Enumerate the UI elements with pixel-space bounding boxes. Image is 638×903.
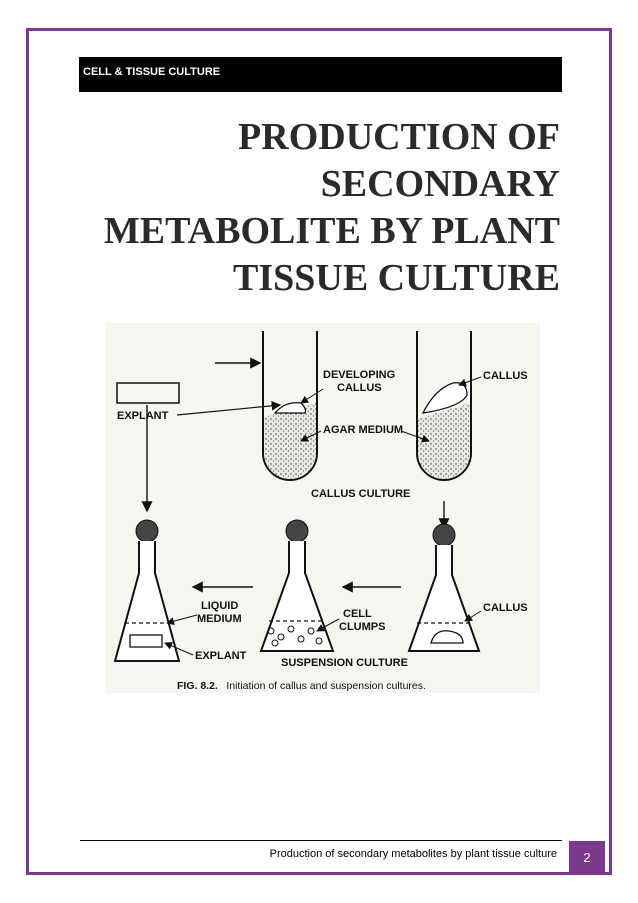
flask-explant — [113, 519, 181, 662]
label-explant-bottom: EXPLANT — [195, 650, 247, 662]
figure-caption: FIG. 8.2. Initiation of callus and suspe… — [177, 676, 426, 693]
page-title: PRODUCTION OF SECONDARY METABOLITE BY PL… — [80, 114, 560, 302]
footer-divider — [80, 840, 562, 841]
label-developing: DEVELOPING — [323, 369, 395, 381]
footer-text: Production of secondary metabolites by p… — [269, 848, 557, 860]
label-liquid-medium: MEDIUM — [197, 613, 242, 625]
label-liquid: LIQUID — [201, 600, 238, 612]
label-cell: CELL — [343, 608, 372, 620]
section-title: CELL & TISSUE CULTURE — [83, 66, 221, 78]
caption-text: Initiation of callus and suspension cult… — [226, 680, 426, 692]
label-suspension-culture: SUSPENSION CULTURE — [281, 657, 408, 669]
label-developing-callus: CALLUS — [337, 382, 382, 394]
label-explant-top: EXPLANT — [117, 410, 169, 422]
title-line-1: PRODUCTION OF — [238, 116, 560, 158]
label-callus-top: CALLUS — [483, 370, 528, 382]
label-callus-culture: CALLUS CULTURE — [311, 488, 410, 500]
caption-number: FIG. 8.2. — [177, 680, 218, 692]
title-line-4: TISSUE CULTURE — [232, 257, 560, 299]
explant-piece — [116, 382, 180, 404]
label-agar-medium: AGAR MEDIUM — [323, 424, 403, 436]
page-border — [26, 28, 612, 875]
callus-culture-figure: EXPLANT DEVELOPING CALLUS AGAR MEDIUM CA… — [105, 323, 540, 693]
test-tube-developing-callus — [262, 331, 318, 481]
figure-drawing: EXPLANT DEVELOPING CALLUS AGAR MEDIUM CA… — [113, 331, 528, 693]
title-line-3: METABOLITE BY PLANT — [103, 210, 560, 252]
test-tube-callus — [416, 331, 472, 481]
label-callus-bottom: CALLUS — [483, 602, 528, 614]
section-header: CELL & TISSUE CULTURE — [79, 57, 562, 92]
title-line-2: SECONDARY — [320, 163, 560, 205]
page-number: 2 — [569, 841, 605, 874]
flask-cell-clumps — [259, 519, 335, 652]
flask-callus — [407, 523, 481, 652]
label-cell-clumps: CLUMPS — [339, 621, 385, 633]
